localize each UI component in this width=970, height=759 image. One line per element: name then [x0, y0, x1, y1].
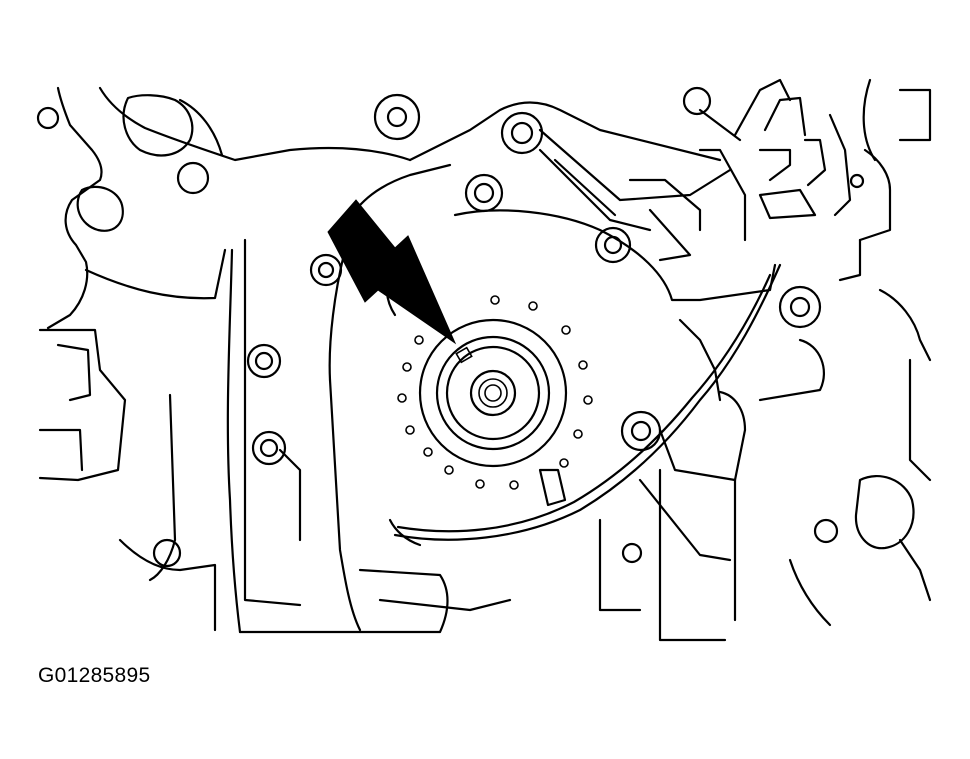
oil-pump-rotor — [418, 318, 568, 468]
rotor-bolt-ring — [397, 295, 593, 490]
engine-block-outline — [38, 86, 449, 634]
indicator-arrow — [327, 199, 457, 345]
oil-pump-diagram — [36, 78, 932, 642]
figure-id-caption: G01285895 — [38, 664, 151, 687]
bolt-holes — [36, 86, 865, 568]
